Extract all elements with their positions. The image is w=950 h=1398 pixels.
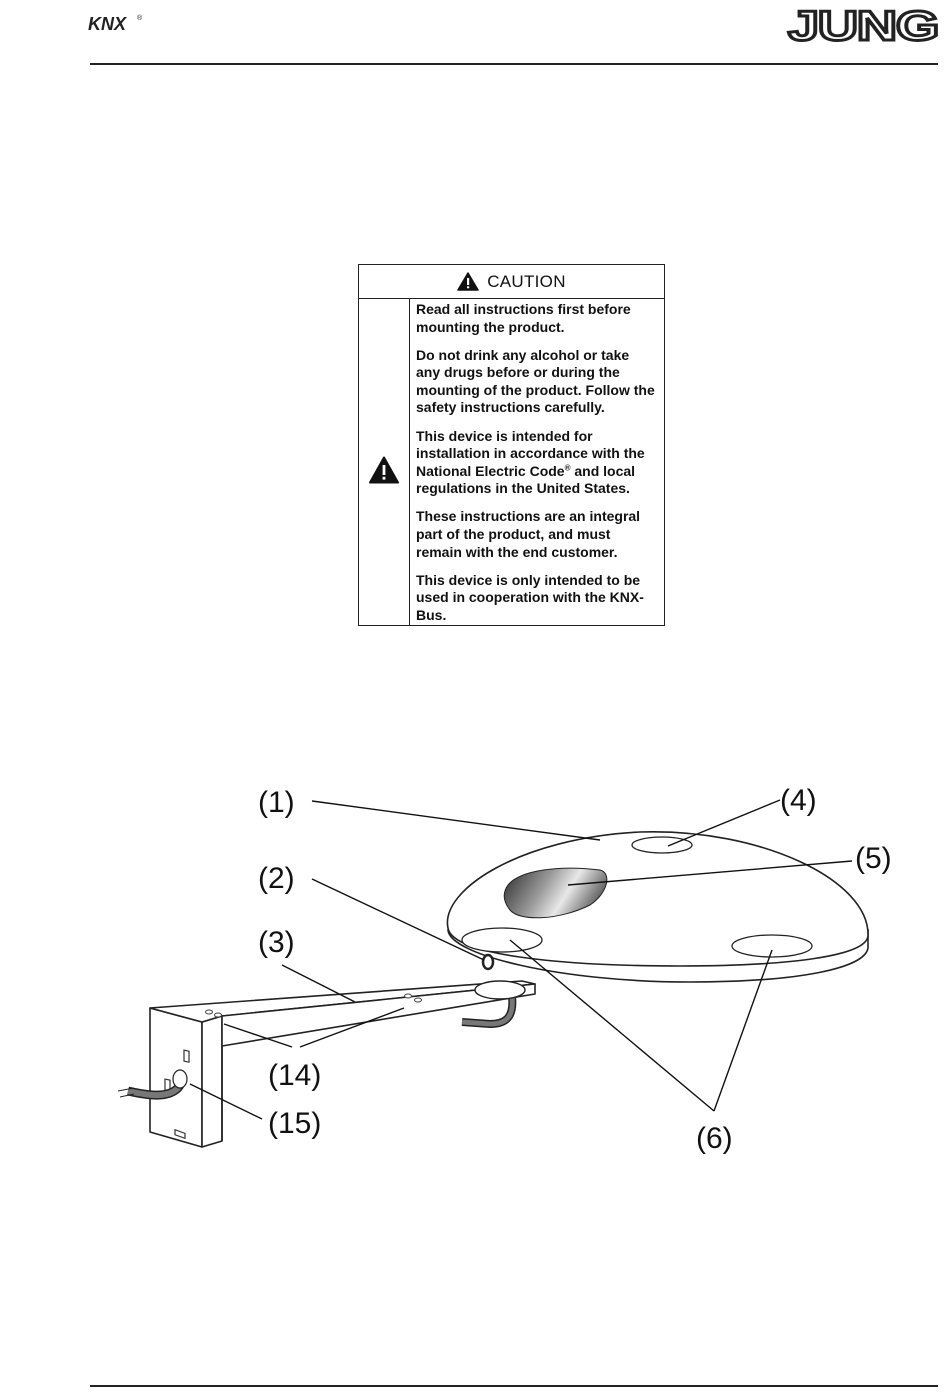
caution-paragraph: Do not drink any alcohol or take any dru… bbox=[416, 346, 655, 416]
registered-mark: ® bbox=[564, 463, 571, 473]
callout-15: (15) bbox=[268, 1107, 321, 1140]
knx-logo: KNX ® bbox=[88, 14, 143, 34]
outlet-slots bbox=[164, 1049, 190, 1140]
leader-lines bbox=[189, 799, 853, 1120]
caution-paragraph: Read all instructions first before mount… bbox=[416, 301, 631, 335]
wall-bracket bbox=[149, 980, 536, 1148]
knx-logo-text: KNX bbox=[88, 14, 127, 34]
product-diagram: (1) (2) (3) (4) (5) (6) (14) (15) bbox=[117, 784, 892, 1155]
caution-title: CAUTION bbox=[487, 272, 566, 291]
callout-1: (1) bbox=[258, 786, 295, 819]
caution-icon-column bbox=[359, 299, 410, 625]
caution-box: CAUTION Read all instructions first befo… bbox=[358, 264, 665, 626]
caution-paragraph: This device is intended for installation… bbox=[416, 428, 656, 498]
header-divider bbox=[90, 63, 938, 65]
knx-registered-mark: ® bbox=[137, 14, 143, 22]
sensor-dome bbox=[446, 831, 869, 1000]
jung-logo: JUNG bbox=[787, 6, 941, 46]
jung-logo-text: JUNG bbox=[788, 6, 938, 46]
caution-header: CAUTION bbox=[359, 265, 664, 299]
callout-3: (3) bbox=[258, 926, 295, 959]
caution-text: Read all instructions first before mount… bbox=[416, 301, 656, 635]
caution-paragraph: This device is only intended to be used … bbox=[416, 571, 644, 623]
callout-6: (6) bbox=[696, 1122, 733, 1155]
callout-14: (14) bbox=[268, 1059, 321, 1092]
cable bbox=[117, 1069, 188, 1100]
bracket-holes bbox=[205, 993, 422, 1018]
caution-paragraph-text: This device is intended for installation… bbox=[416, 427, 645, 479]
callout-2: (2) bbox=[258, 862, 295, 895]
caution-paragraph: These instructions are an integral part … bbox=[416, 508, 641, 560]
callout-5: (5) bbox=[855, 842, 892, 875]
warning-triangle-icon bbox=[369, 456, 399, 484]
caution-paragraph-text: and local regulations in the United Stat… bbox=[416, 462, 636, 497]
callout-4: (4) bbox=[780, 784, 817, 817]
footer-divider bbox=[90, 1385, 938, 1387]
warning-triangle-icon bbox=[457, 272, 479, 291]
